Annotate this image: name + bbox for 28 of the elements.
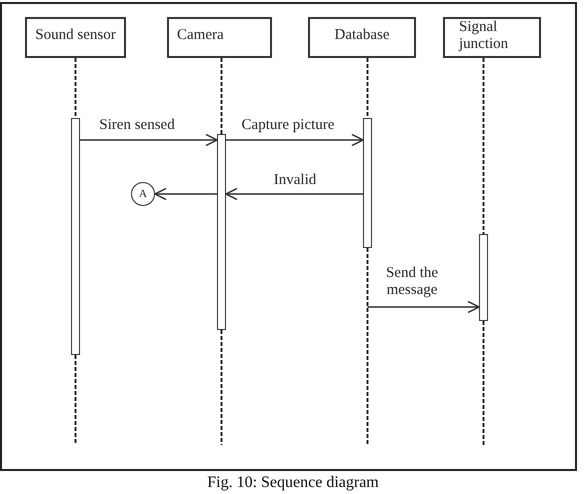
lifeline [366,58,368,118]
message-arrow [80,134,218,146]
message-arrow [225,188,363,200]
participant-name: Signal junction [459,18,510,52]
activation-bar [217,134,226,330]
connector-circle [131,182,155,206]
message-arrow [226,134,364,146]
participant-name: Camera [177,27,224,44]
activation-bar [479,234,488,321]
participant-name: Sound sensor [35,27,116,44]
lifeline [482,321,484,445]
message-arrow [154,188,217,200]
lifeline [74,355,76,445]
connector-label: A [139,188,147,200]
activation-bar [363,118,372,248]
participant-name: Database [334,27,390,44]
message-arrow [368,300,480,314]
participant-box [443,17,541,58]
lifeline [482,58,484,234]
lifeline [74,58,76,118]
activation-bar [71,118,80,355]
lifeline [220,58,222,134]
participant-box [167,17,272,58]
lifeline [220,330,222,445]
figure-caption: Fig. 10: Sequence diagram [206,473,380,492]
participant-box [308,17,416,58]
lifeline [366,248,368,445]
participant-box [25,17,126,58]
